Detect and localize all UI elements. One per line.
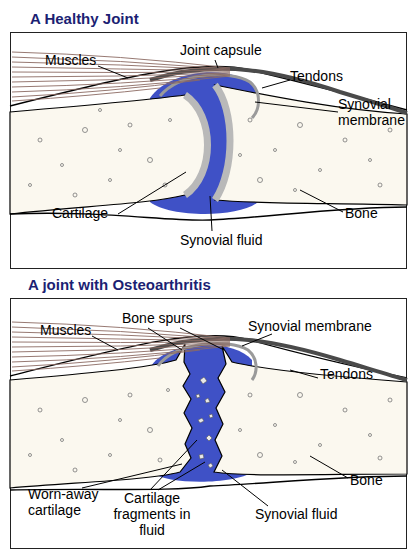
part-label: Cartilage	[52, 205, 108, 221]
part-label: Cartilage fragments in fluid	[112, 490, 192, 538]
part-label: Muscles	[45, 52, 96, 68]
panel-heading: A joint with Osteoarthritis	[28, 277, 211, 293]
part-label: Bone	[350, 472, 383, 488]
panel-frame	[11, 33, 407, 269]
part-label: Bone	[345, 205, 378, 221]
part-label: Worn-away cartilage	[28, 486, 108, 518]
panel-frame	[11, 299, 407, 549]
part-label: Muscles	[40, 322, 91, 338]
part-label: Tendons	[290, 68, 343, 84]
leader-lines	[82, 328, 348, 506]
leader-lines	[98, 60, 343, 231]
part-label: Synovial membrane	[338, 96, 408, 128]
part-label: Bone spurs	[122, 310, 193, 326]
part-label: Tendons	[320, 366, 373, 382]
healthy-joint	[10, 52, 407, 220]
part-label: Synovial fluid	[255, 506, 338, 522]
part-label: Joint capsule	[180, 42, 262, 58]
part-label: Synovial fluid	[180, 232, 263, 248]
panel-heading: A Healthy Joint	[30, 11, 139, 27]
part-label: Synovial membrane	[248, 318, 372, 334]
osteoarthritis-joint	[10, 322, 407, 490]
